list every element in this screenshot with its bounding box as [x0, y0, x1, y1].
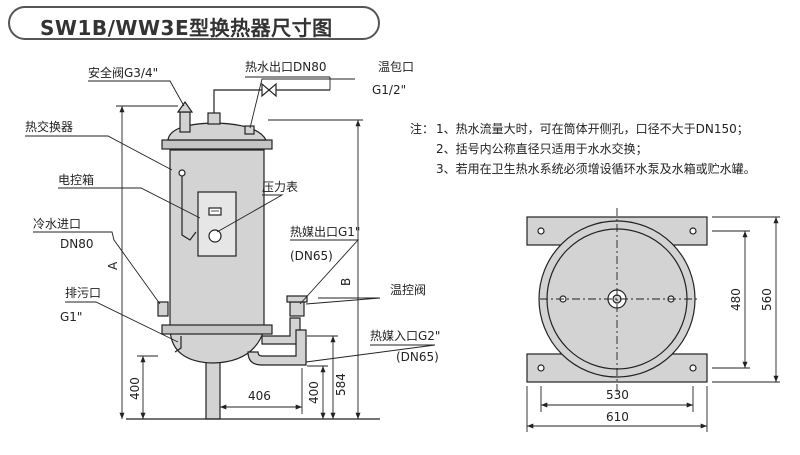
notes: 注： 1、热水流量大时，可在筒体开侧孔，口径不大于DN150； 2、括号内公称直… — [410, 121, 756, 176]
heat-medium-in-pipe — [247, 329, 307, 366]
label-drain: 排污口 — [65, 286, 101, 300]
label-heat-exchanger: 热交换器 — [25, 119, 73, 134]
label-heat-medium-in: 热媒入口G2" — [370, 329, 440, 343]
inner-tube-top — [178, 169, 186, 177]
temp-control-valve-body — [289, 301, 305, 317]
lower-dome — [169, 329, 265, 364]
label-drain-size: G1" — [60, 310, 82, 324]
title-banner: SW1B/WW3E型换热器尺寸图 — [8, 6, 380, 40]
label-hot-water-out: 热水出口DN80 — [245, 60, 327, 74]
drain-pipe — [174, 336, 182, 353]
label-heat-medium-out-size: (DN65) — [290, 249, 333, 263]
front-view — [126, 82, 380, 420]
dim-406: 406 — [248, 389, 271, 403]
label-heat-medium-out: 热媒出口G1" — [290, 225, 360, 239]
dim-b: B — [339, 278, 353, 286]
dim-a: A — [106, 261, 120, 270]
control-display — [208, 207, 222, 216]
safety-valve-body — [179, 111, 191, 133]
label-cold-water-size: DN80 — [60, 237, 94, 251]
dim-400-mid: 400 — [307, 381, 321, 404]
dim-530: 530 — [606, 388, 629, 402]
note-2: 2、括号内公称直径只适用于水水交换； — [436, 141, 648, 156]
gate-valve-icon — [261, 82, 277, 98]
leader-lines — [25, 76, 436, 363]
dim-610: 610 — [606, 410, 629, 424]
dim-480: 480 — [729, 288, 743, 311]
temp-bulb-port — [244, 125, 255, 135]
label-temp-bulb-size: G1/2" — [372, 83, 406, 97]
dim-584: 584 — [334, 373, 348, 396]
label-heat-medium-in-size: (DN65) — [396, 350, 439, 364]
hot-water-out-pipe — [213, 89, 330, 113]
label-cold-water-in: 冷水进口 — [33, 217, 81, 231]
label-safety-valve: 安全阀G3/4" — [88, 65, 158, 80]
lower-flange — [161, 324, 273, 335]
temp-control-valve-cap — [286, 295, 308, 303]
top-nozzle — [207, 112, 221, 125]
safety-valve-cap — [176, 100, 194, 113]
front-dimensions — [116, 105, 363, 419]
front-labels: 热水出口DN80 安全阀G3/4" 温包口 G1/2" 热交换器 电控箱 压力表… — [25, 60, 440, 404]
top-view-dimensions — [526, 208, 780, 432]
upper-flange — [161, 139, 273, 150]
note-1: 1、热水流量大时，可在筒体开侧孔，口径不大于DN150； — [436, 121, 749, 136]
label-control-box: 电控箱 — [58, 172, 94, 187]
pressure-gauge-icon — [208, 229, 222, 243]
label-temp-bulb: 温包口 — [378, 60, 414, 74]
dim-400-left: 400 — [128, 377, 142, 400]
top-view-dim-labels: 480 560 530 610 — [606, 288, 774, 424]
control-box — [197, 191, 237, 257]
label-temp-control-valve: 温控阀 — [390, 283, 426, 297]
notes-prefix: 注： — [410, 121, 434, 136]
page-title: SW1B/WW3E型换热器尺寸图 — [40, 16, 333, 40]
note-3: 3、若用在卫生热水系统必须增设循环水泵及水箱或贮水罐。 — [436, 161, 756, 176]
dim-560: 560 — [760, 288, 774, 311]
cold-water-inlet — [157, 301, 169, 317]
inner-tube — [181, 176, 197, 241]
label-pressure-gauge: 压力表 — [262, 180, 298, 194]
